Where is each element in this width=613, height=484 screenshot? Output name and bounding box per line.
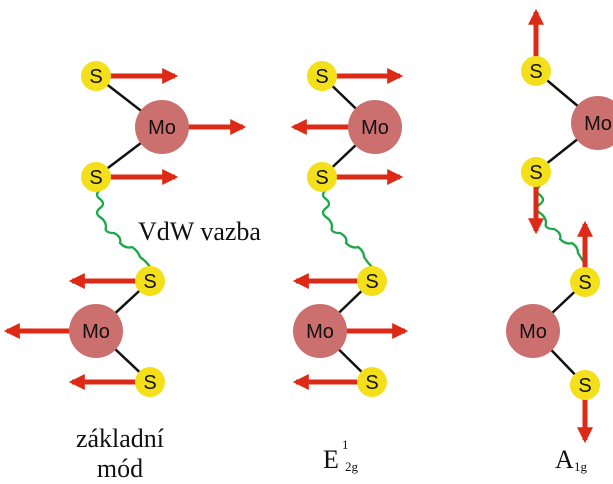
molybdenum-atom: Mo — [69, 304, 123, 358]
mode-a1g: S Mo S S Mo S A 1g — [506, 8, 613, 474]
svg-text:S: S — [315, 167, 328, 189]
sulfur-atom: S — [570, 267, 600, 297]
svg-text:S: S — [578, 375, 591, 397]
vdw-label: VdW vazba — [138, 217, 261, 246]
svg-text:Mo: Mo — [519, 321, 547, 343]
vdw-bond — [95, 189, 159, 280]
svg-text:S: S — [365, 271, 378, 293]
svg-text:S: S — [89, 167, 102, 189]
svg-text:1g: 1g — [574, 459, 588, 474]
sulfur-atom: S — [135, 367, 165, 397]
mode-label-a1g: A 1g — [555, 445, 588, 474]
sulfur-atom: S — [570, 370, 600, 400]
mode-label-e2g: E 1 2g — [323, 437, 359, 474]
svg-text:1: 1 — [342, 437, 349, 452]
svg-text:S: S — [143, 271, 156, 293]
sulfur-atom: S — [307, 61, 337, 91]
sulfur-atom: S — [521, 157, 551, 187]
svg-text:S: S — [529, 61, 542, 83]
vdw-bond — [535, 185, 586, 264]
mode-label-basic-line1: základní — [76, 424, 164, 453]
mode-basic: S Mo S S Mo S VdW vazba základní mód — [3, 61, 261, 483]
svg-text:S: S — [578, 272, 591, 294]
sulfur-atom: S — [357, 367, 387, 397]
sulfur-atom: S — [521, 56, 551, 86]
vdw-bond — [321, 189, 379, 280]
svg-text:Mo: Mo — [306, 321, 334, 343]
sulfur-atom: S — [135, 266, 165, 296]
mode-label-basic-line2: mód — [97, 454, 143, 483]
svg-text:S: S — [529, 162, 542, 184]
mode-e2g: S Mo S S Mo S E 1 2g — [290, 61, 409, 474]
svg-text:Mo: Mo — [361, 117, 389, 139]
sulfur-atom: S — [357, 266, 387, 296]
svg-text:S: S — [315, 66, 328, 88]
svg-text:S: S — [143, 372, 156, 394]
svg-text:Mo: Mo — [584, 113, 612, 135]
molybdenum-atom: Mo — [135, 100, 189, 154]
sulfur-atom: S — [81, 162, 111, 192]
molybdenum-atom: Mo — [506, 304, 560, 358]
sulfur-atom: S — [81, 61, 111, 91]
molybdenum-atom: Mo — [348, 100, 402, 154]
molybdenum-atom: Mo — [571, 96, 613, 150]
svg-text:S: S — [365, 372, 378, 394]
svg-text:A: A — [555, 445, 574, 474]
molybdenum-atom: Mo — [293, 304, 347, 358]
svg-text:Mo: Mo — [148, 117, 176, 139]
svg-text:Mo: Mo — [82, 321, 110, 343]
svg-text:S: S — [89, 66, 102, 88]
svg-text:2g: 2g — [345, 459, 359, 474]
svg-text:E: E — [323, 445, 339, 474]
sulfur-atom: S — [307, 162, 337, 192]
